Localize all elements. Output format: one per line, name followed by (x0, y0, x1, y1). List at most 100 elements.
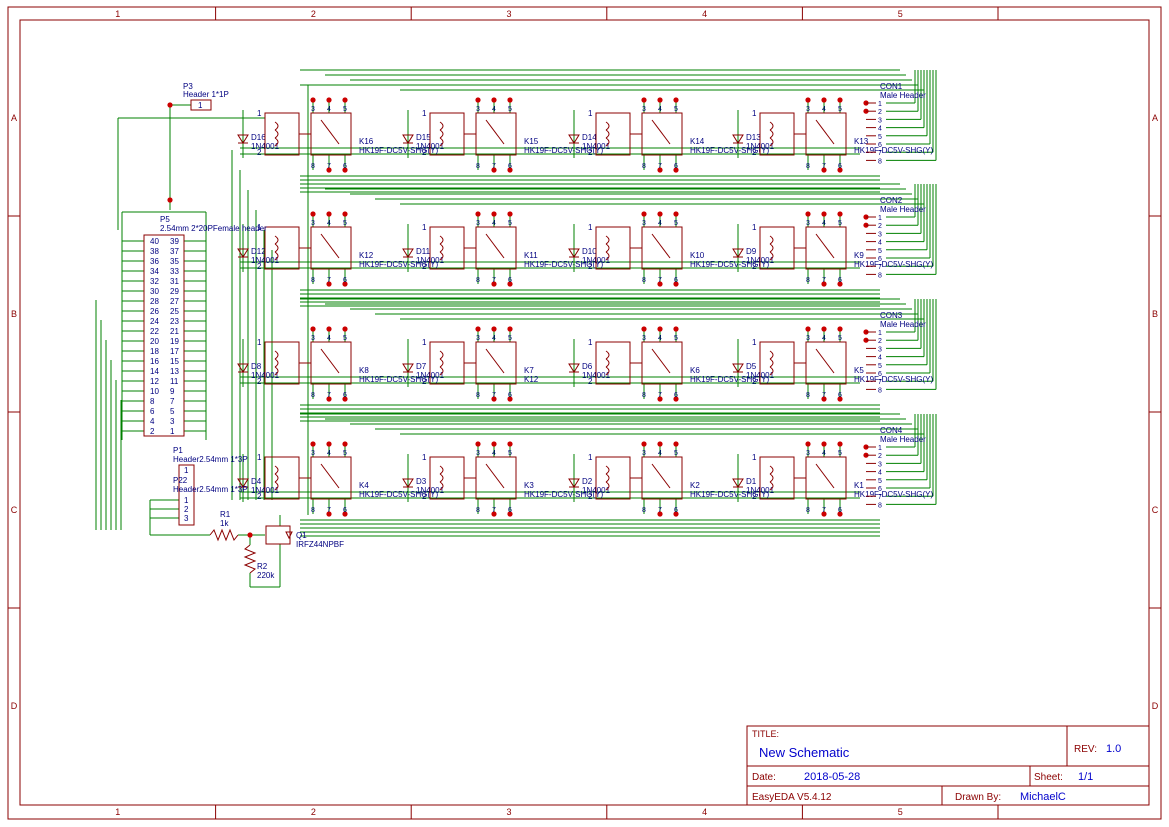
coil-winding (605, 129, 610, 139)
contact-switch (651, 119, 671, 145)
relay-pin-bottom: 7 (492, 507, 496, 514)
relay-pin-top: 3 (476, 106, 480, 113)
coil-pin: 2 (752, 262, 757, 271)
relay-pin-top: 3 (806, 335, 810, 342)
junction-dot (342, 167, 348, 173)
p5-pin-left: 28 (150, 297, 159, 306)
junction-dot (326, 441, 332, 447)
diode-ref: D14 (582, 133, 597, 142)
coil-winding (439, 243, 444, 253)
relay-pin-top: 3 (642, 335, 646, 342)
relay-contact-box (805, 226, 847, 270)
relay-pin-top: 3 (806, 220, 810, 227)
p5-pin-right: 21 (170, 327, 179, 336)
relay-contact-box (310, 456, 352, 500)
junction-dot (310, 326, 316, 332)
relay-ref: K12 (359, 251, 374, 260)
p3-pin: 1 (198, 101, 203, 110)
junction-dot (491, 326, 497, 332)
relay-pin-bottom: 8 (311, 277, 315, 284)
junction-dot (805, 326, 811, 332)
resistor-icon (243, 544, 257, 574)
junction-dot (507, 211, 513, 217)
coil-pin: 2 (422, 377, 427, 386)
relay-part: HK19F-DC5V-SHG(Y) (854, 146, 933, 155)
p5-pin-right: 37 (170, 247, 179, 256)
coil-winding (274, 465, 279, 475)
connector-pin: 7 (878, 379, 882, 386)
q1-part: IRFZ44NPBF (296, 540, 344, 549)
relay-part: HK19F-DC5V-SHG(Y) (359, 146, 438, 155)
sheet-label: Sheet: (1034, 772, 1063, 783)
coil-winding (605, 473, 610, 483)
relay-ref: K7 (524, 366, 534, 375)
diode-ref: D11 (416, 247, 431, 256)
relay-pin-bottom: 7 (822, 277, 826, 284)
connector-pin: 5 (878, 134, 882, 141)
coil-pin: 2 (752, 148, 757, 157)
relay-pin-top: 5 (343, 335, 347, 342)
junction-dot (837, 97, 843, 103)
diode-icon (402, 248, 414, 258)
relay-pin-top: 5 (838, 335, 842, 342)
p5-pin-left: 8 (150, 397, 155, 406)
coil-winding (274, 121, 279, 131)
relay-part: HK19F-DC5V-SHG(Y) (690, 375, 769, 384)
relay-ref: K3 (524, 481, 534, 490)
relay-ref: K9 (854, 251, 864, 260)
coil-winding (605, 481, 610, 491)
p22-pin: 1 (184, 496, 189, 505)
coil-winding (605, 137, 610, 147)
connector-pin: 6 (878, 142, 882, 149)
coil-winding (605, 251, 610, 261)
coil-winding (439, 235, 444, 245)
coil-pin: 1 (422, 453, 427, 462)
diode-ref: D5 (746, 362, 757, 371)
p5-pin-left: 12 (150, 377, 159, 386)
connector-ref: CON3 (880, 311, 903, 320)
coil-winding (769, 137, 774, 147)
coil-winding (439, 121, 444, 131)
relay-pin-top: 4 (822, 106, 826, 113)
junction-dot (657, 97, 663, 103)
column-label: 1 (115, 9, 120, 19)
relay-pin-top: 3 (311, 106, 315, 113)
junction-dot (507, 167, 513, 173)
contact-switch (485, 233, 505, 259)
junction-dot (821, 211, 827, 217)
coil-pin: 2 (588, 262, 593, 271)
coil-pin: 1 (752, 109, 757, 118)
coil-winding (274, 366, 279, 376)
relay-pin-top: 4 (658, 106, 662, 113)
relay-part: HK19F-DC5V-SHG(Y) (854, 490, 933, 499)
coil-winding (769, 473, 774, 483)
coil-pin: 2 (257, 492, 262, 501)
relay-pin-top: 5 (674, 335, 678, 342)
relay-pin-top: 3 (476, 335, 480, 342)
row-label: A (11, 113, 17, 123)
junction-dot (641, 211, 647, 217)
p5-pin-left: 22 (150, 327, 159, 336)
coil-winding (439, 251, 444, 261)
relay-ref: K4 (359, 481, 369, 490)
coil-pin: 1 (257, 109, 262, 118)
coil-winding (439, 481, 444, 491)
coil-pin: 2 (422, 148, 427, 157)
p5-pin-left: 30 (150, 287, 159, 296)
junction-dot (507, 281, 513, 287)
p5-pin-right: 27 (170, 297, 179, 306)
p5-pin-right: 35 (170, 257, 179, 266)
junction-dot (837, 441, 843, 447)
junction-dot (657, 167, 663, 173)
connector-pin: 5 (878, 363, 882, 370)
coil-pin: 2 (752, 492, 757, 501)
relay-pin-bottom: 8 (311, 507, 315, 514)
coil-pin: 2 (257, 262, 262, 271)
relay-pin-top: 5 (674, 220, 678, 227)
